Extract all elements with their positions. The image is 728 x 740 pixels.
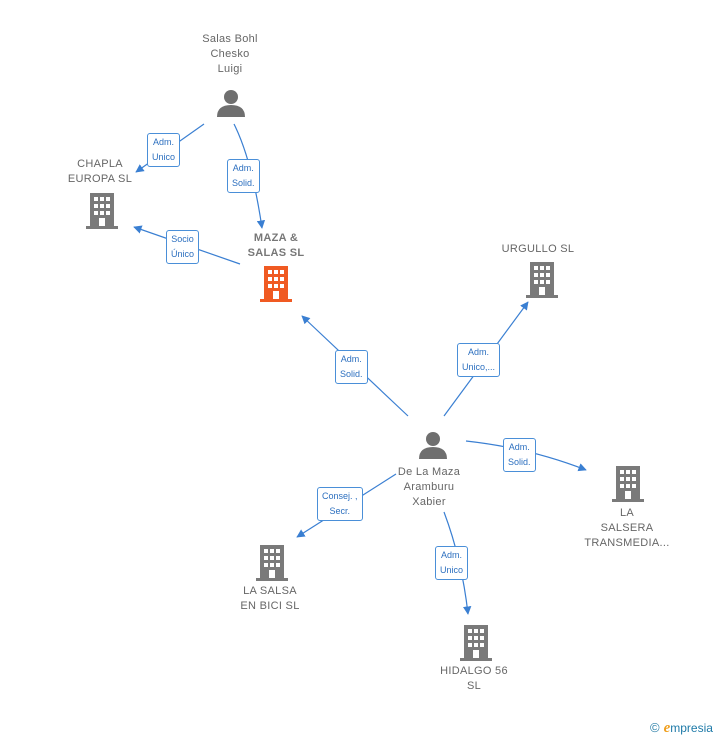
edge-label-adm-solid-maza[interactable]: Adm. Solid.	[227, 159, 260, 193]
building-icon[interactable]	[460, 625, 492, 661]
building-icon[interactable]	[526, 262, 558, 298]
building-icon[interactable]	[256, 545, 288, 581]
company-label-hidalgo[interactable]: HIDALGO 56 SL	[440, 665, 508, 692]
edge-label-adm-unico-urgullo[interactable]: Adm. Unico,...	[457, 343, 501, 377]
brand-footer[interactable]: ©empresia	[650, 720, 713, 737]
brand-logo-initial: e	[663, 720, 671, 736]
company-label-la-salsa[interactable]: LA SALSA EN BICI SL	[240, 585, 300, 612]
person-label-de-la-maza[interactable]: De La Maza Aramburu Xabier	[397, 466, 461, 508]
company-label-urgullo[interactable]: URGULLO SL	[501, 243, 575, 255]
edge-label-socio-unico[interactable]: Socio Único	[166, 230, 200, 264]
building-icon[interactable]	[260, 266, 292, 302]
company-label-la-salsera[interactable]: LA SALSERA TRANSMEDIA...	[584, 507, 670, 549]
edge-label-consej-secr[interactable]: Consej. , Secr.	[317, 487, 363, 521]
person-icon[interactable]	[418, 430, 448, 460]
edge-label-adm-solid-maza-2[interactable]: Adm. Solid.	[335, 350, 368, 384]
company-label-maza-salas[interactable]: MAZA & SALAS SL	[247, 232, 305, 259]
edge-label-adm-solid-salsera[interactable]: Adm. Solid.	[503, 438, 536, 472]
building-icon[interactable]	[86, 193, 118, 229]
building-icon[interactable]	[612, 466, 644, 502]
edge-label-adm-unico-hidalgo[interactable]: Adm. Unico	[435, 546, 469, 580]
person-label-salas-bohl[interactable]: Salas Bohl Chesko Luigi	[202, 33, 258, 75]
company-label-chapla[interactable]: CHAPLA EUROPA SL	[67, 158, 133, 185]
person-icon[interactable]	[216, 88, 246, 118]
edge-label-adm-unico-chapla[interactable]: Adm. Unico	[147, 133, 181, 167]
brand-logo-text: mpresia	[670, 721, 713, 735]
copyright-icon: ©	[650, 720, 660, 735]
